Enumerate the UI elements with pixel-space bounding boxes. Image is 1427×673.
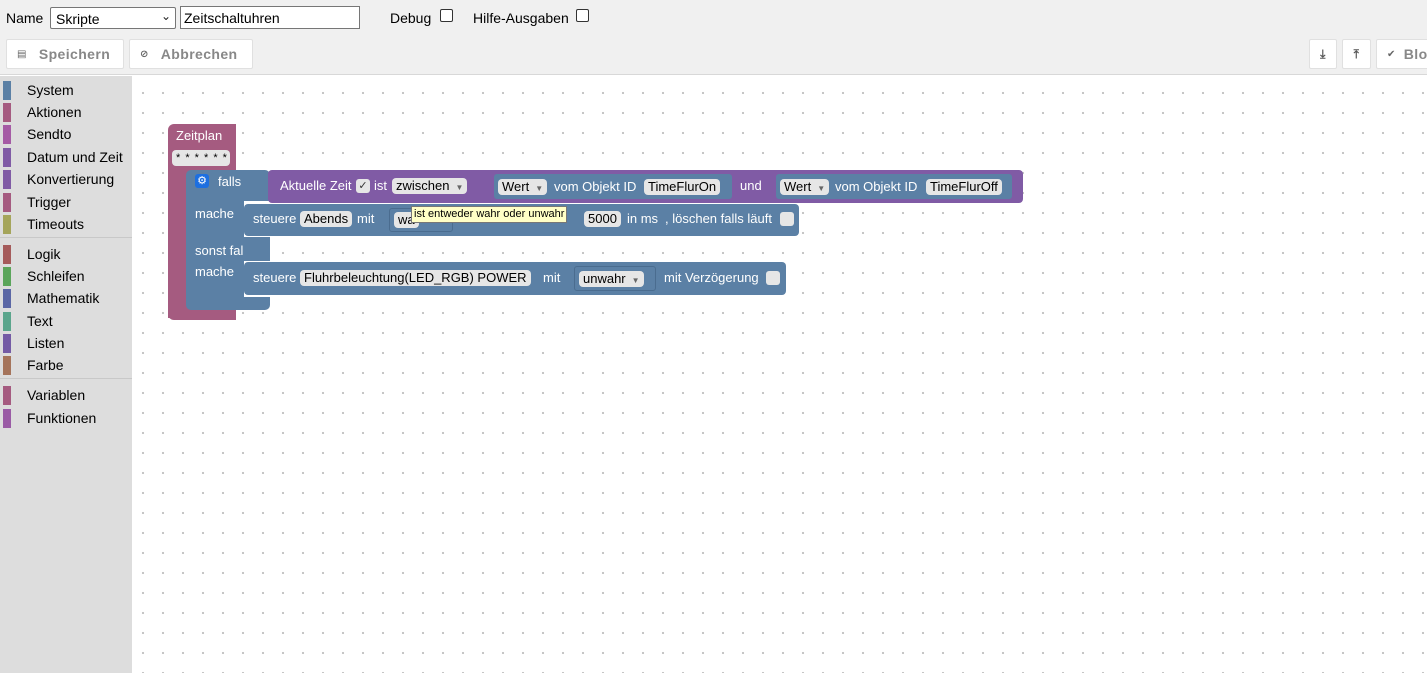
category-text[interactable]: Text [3,312,132,331]
object-id-field-2[interactable]: TimeFlurOff [926,179,1002,195]
category-konvertierung[interactable]: Konvertierung [3,170,132,189]
script-header: Name Skripte ⌄ Debug Hilfe-Ausgaben [0,0,1427,37]
toolbox-separator [0,237,132,238]
object-id-field-1[interactable]: TimeFlurOn [644,179,721,195]
hilfe-checkbox[interactable] [576,9,589,22]
mit-label-1: mit [357,211,375,226]
category-timeouts[interactable]: Timeouts [3,215,132,234]
folder-select[interactable]: Skripte ⌄ [50,7,176,29]
cancel-button[interactable]: ⊘ Abbrechen [129,39,253,69]
name-label: Name [6,10,44,26]
check-icon[interactable]: ✓ [356,179,370,193]
category-listen[interactable]: Listen [3,334,132,353]
steuere-label-1: steuere [253,211,297,226]
target-field-1[interactable]: Abends [300,211,353,227]
mache-label: mache [195,206,235,221]
mit-label-2: mit [543,270,561,285]
sonst-falls-label: sonst falls [195,243,253,258]
wert-dropdown-2[interactable]: Wert▼ [780,179,830,195]
cancel-icon: ⊘ [140,48,149,60]
category-variablen[interactable]: Variablen [3,386,132,405]
gear-icon[interactable]: ⚙ [195,174,209,188]
operator-dropdown[interactable]: zwischen▼ [392,178,468,194]
category-trigger[interactable]: Trigger [3,193,132,212]
steuere-label-2: steuere [253,270,297,285]
check-icon: ✔ [1387,48,1396,60]
ist-label: ist [374,178,387,193]
und-label: und [740,178,762,193]
loeschen-label: , löschen falls läuft [665,211,772,226]
category-sendto[interactable]: Sendto [3,125,132,144]
value-dropdown-2[interactable]: unwahr▼ [579,271,644,287]
category-aktionen[interactable]: Aktionen [3,103,132,122]
zeitplan-title: Zeitplan [176,128,223,143]
category-datum-zeit[interactable]: Datum und Zeit [3,148,132,167]
blockly-toolbox: System Aktionen Sendto Datum und Zeit Ko… [0,76,132,673]
dropdown-arrow-icon: ▼ [631,276,640,285]
save-button-label: Speichern [38,46,111,62]
delay-field[interactable]: 5000 [584,211,621,227]
save-button[interactable]: ▤ Speichern [6,39,124,69]
if-block-spacer [244,239,270,261]
in-ms-label: in ms [627,211,659,226]
vom-objekt-id-label-2: vom Objekt ID [835,179,918,194]
import-button[interactable]: ⤒ [1342,39,1371,69]
vom-objekt-id-label-1: vom Objekt ID [554,179,637,194]
target-field-2[interactable]: Fluhrbeleuchtung(LED_RGB) POWER [300,270,531,286]
dropdown-arrow-icon: ▼ [817,184,826,193]
dropdown-arrow-icon: ▼ [535,184,544,193]
folder-select-value: Skripte [56,11,100,27]
cancel-button-label: Abbrechen [160,46,238,62]
blockly-workspace[interactable]: Zeitplan * * * * * * ⚙ falls mache sonst… [132,76,1427,673]
script-name-input[interactable] [180,6,360,29]
delay-checkbox[interactable] [766,271,780,285]
hilfe-label: Hilfe-Ausgaben [473,10,569,26]
blocks-button-label: Blo [1403,46,1427,62]
clear-running-checkbox[interactable] [780,212,794,226]
verzoegerung-label: mit Verzögerung [664,270,759,285]
category-system[interactable]: System [3,81,132,100]
blocks-button[interactable]: ✔ Blo [1376,39,1427,69]
category-funktionen[interactable]: Funktionen [3,409,132,428]
zeitplan-block-bottom [168,308,236,318]
wert-dropdown-1[interactable]: Wert▼ [498,179,548,195]
category-farbe[interactable]: Farbe [3,356,132,375]
debug-checkbox[interactable] [440,9,453,22]
cron-field[interactable]: * * * * * * [172,150,230,166]
export-button[interactable]: ⤓ [1309,39,1337,69]
toolbox-separator [0,378,132,379]
tooltip: ist entweder wahr oder unwahr [411,206,568,223]
chevron-down-icon: ⌄ [160,9,171,23]
category-schleifen[interactable]: Schleifen [3,267,132,286]
category-logik[interactable]: Logik [3,245,132,264]
aktuelle-zeit-label: Aktuelle Zeit [280,178,352,193]
dropdown-arrow-icon: ▼ [455,183,464,192]
download-icon: ⤓ [1320,46,1326,61]
upload-icon: ⤒ [1353,46,1360,61]
debug-label: Debug [390,10,432,26]
toolbar: ▤ Speichern ⊘ Abbrechen ⤓ ⤒ ✔ Blo [0,37,1427,75]
category-mathematik[interactable]: Mathematik [3,289,132,308]
mache2-label: mache [195,264,235,279]
save-icon: ▤ [17,48,27,60]
falls-label: falls [218,174,242,189]
